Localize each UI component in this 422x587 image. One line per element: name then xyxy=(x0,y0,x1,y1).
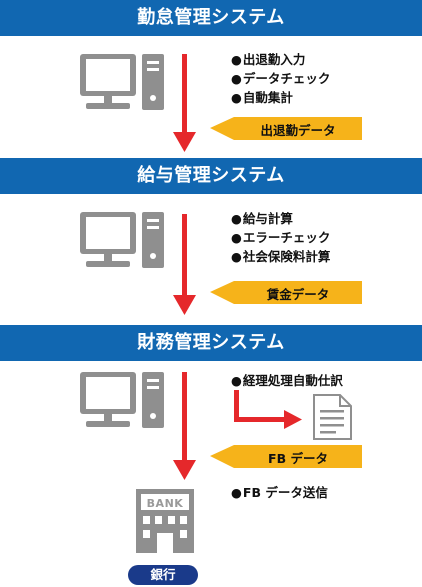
fb-send-note: FB データ送信 xyxy=(231,482,328,501)
computer-icon xyxy=(80,372,164,428)
feature-item: 自動集計 xyxy=(231,88,330,107)
section-3-output: FB データ xyxy=(268,451,328,466)
section-2-features: 給与計算 エラーチェック 社会保険料計算 xyxy=(231,209,331,266)
feature-item: データチェック xyxy=(231,69,331,88)
flow-arrow xyxy=(173,214,196,315)
bank-label-bg xyxy=(128,565,198,585)
feature-item: 出退勤入力 xyxy=(231,50,330,69)
feature-item: 経理処理自動仕訳 xyxy=(231,371,343,390)
bent-arrow xyxy=(234,390,302,429)
flow-arrow xyxy=(173,54,196,152)
section-3-features: 経理処理自動仕訳 xyxy=(231,371,343,390)
output-tag xyxy=(210,117,362,140)
section-2-title: 給与管理システム xyxy=(0,158,422,194)
feature-item: 社会保険料計算 xyxy=(231,247,331,266)
section-2-output: 賃金データ xyxy=(266,287,330,302)
section-1-output: 出退勤データ xyxy=(260,123,336,138)
flow-arrow xyxy=(173,372,196,480)
output-tag xyxy=(210,281,362,304)
document-icon xyxy=(313,394,352,440)
bank-building-icon xyxy=(136,489,194,553)
computer-icon xyxy=(80,54,164,110)
bank-label: 銀行 xyxy=(150,567,176,582)
section-1-title: 勤怠管理システム xyxy=(0,0,422,36)
computer-icon xyxy=(80,212,164,268)
section-3-title: 財務管理システム xyxy=(0,325,422,361)
bank-sign-text: BANK xyxy=(146,497,184,510)
section-1-features: 出退勤入力 データチェック 自動集計 xyxy=(231,50,331,107)
feature-item: エラーチェック xyxy=(231,228,331,247)
output-tag xyxy=(210,445,362,468)
feature-item: 給与計算 xyxy=(231,209,330,228)
